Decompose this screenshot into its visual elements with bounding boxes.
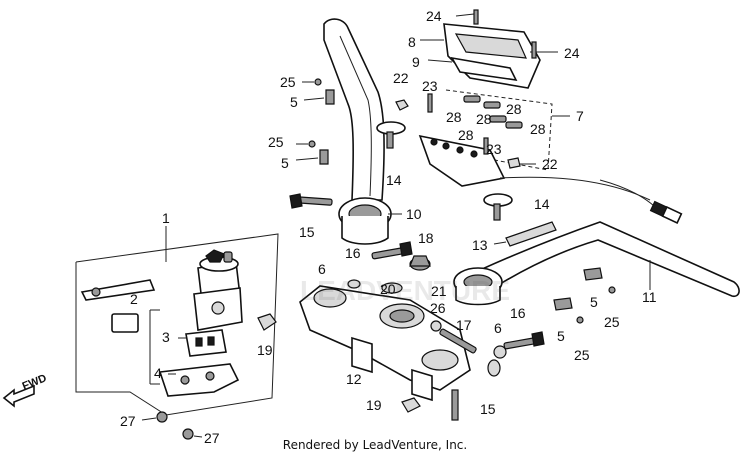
footer-credit: Rendered by LeadVenture, Inc. <box>283 438 467 452</box>
handlebar-cap-group <box>376 121 513 221</box>
callout-5: 5 <box>557 328 565 344</box>
callout-26: 26 <box>430 300 446 316</box>
callout-20: 20 <box>380 281 396 297</box>
callout-25: 25 <box>268 134 284 150</box>
callout-21: 21 <box>431 283 447 299</box>
callout-7: 7 <box>576 108 584 124</box>
callout-9: 9 <box>412 54 420 70</box>
fork-top-bridge <box>257 255 507 413</box>
wiring-harness <box>499 176 683 224</box>
callout-17: 17 <box>456 317 472 333</box>
callout-labels: 24 8 24 9 25 5 22 23 28 28 28 28 28 7 25… <box>120 8 657 446</box>
callout-5: 5 <box>590 294 598 310</box>
callout-25: 25 <box>604 314 620 330</box>
callout-28: 28 <box>446 109 462 125</box>
callout-24: 24 <box>564 45 580 61</box>
callout-4: 4 <box>154 365 162 381</box>
callout-5: 5 <box>281 155 289 171</box>
callout-15: 15 <box>480 401 496 417</box>
callout-23: 23 <box>486 141 502 157</box>
callout-14: 14 <box>386 172 402 188</box>
callout-27: 27 <box>204 430 220 446</box>
callout-10: 10 <box>406 206 422 222</box>
callout-5: 5 <box>290 94 298 110</box>
callout-6: 6 <box>318 261 326 277</box>
callout-27: 27 <box>120 413 136 429</box>
callout-25: 25 <box>280 74 296 90</box>
callout-2: 2 <box>130 291 138 307</box>
right-handlebar <box>453 221 740 306</box>
ignition-switch-group <box>75 226 279 440</box>
leadventure-watermark: LEADVENTURE <box>300 275 510 306</box>
callout-28: 28 <box>506 101 522 117</box>
callout-28: 28 <box>458 127 474 143</box>
callout-22: 22 <box>542 156 558 172</box>
callout-25: 25 <box>574 347 590 363</box>
callout-28: 28 <box>476 111 492 127</box>
callout-18: 18 <box>418 230 434 246</box>
callout-11: 11 <box>642 289 657 305</box>
callout-3: 3 <box>162 329 170 345</box>
fwd-indicator: FWD <box>2 372 48 408</box>
callout-12: 12 <box>346 371 362 387</box>
callout-16: 16 <box>510 305 526 321</box>
callout-16: 16 <box>345 245 361 261</box>
callout-13: 13 <box>472 237 488 253</box>
left-handlebar <box>323 18 402 245</box>
callout-6: 6 <box>494 320 502 336</box>
arrow-left-icon <box>2 384 35 408</box>
callout-14: 14 <box>534 196 550 212</box>
callout-15: 15 <box>299 224 315 240</box>
callout-28: 28 <box>530 121 546 137</box>
watermark-text: LEADVENTURE <box>300 275 510 306</box>
callout-24: 24 <box>426 8 442 24</box>
callout-19: 19 <box>257 342 273 358</box>
callout-1: 1 <box>162 210 170 226</box>
callout-23: 23 <box>422 78 438 94</box>
callout-22: 22 <box>393 70 409 86</box>
switch-housing-group <box>395 9 570 187</box>
callout-8: 8 <box>408 34 416 50</box>
callout-19: 19 <box>366 397 382 413</box>
bolt-group <box>289 78 616 421</box>
